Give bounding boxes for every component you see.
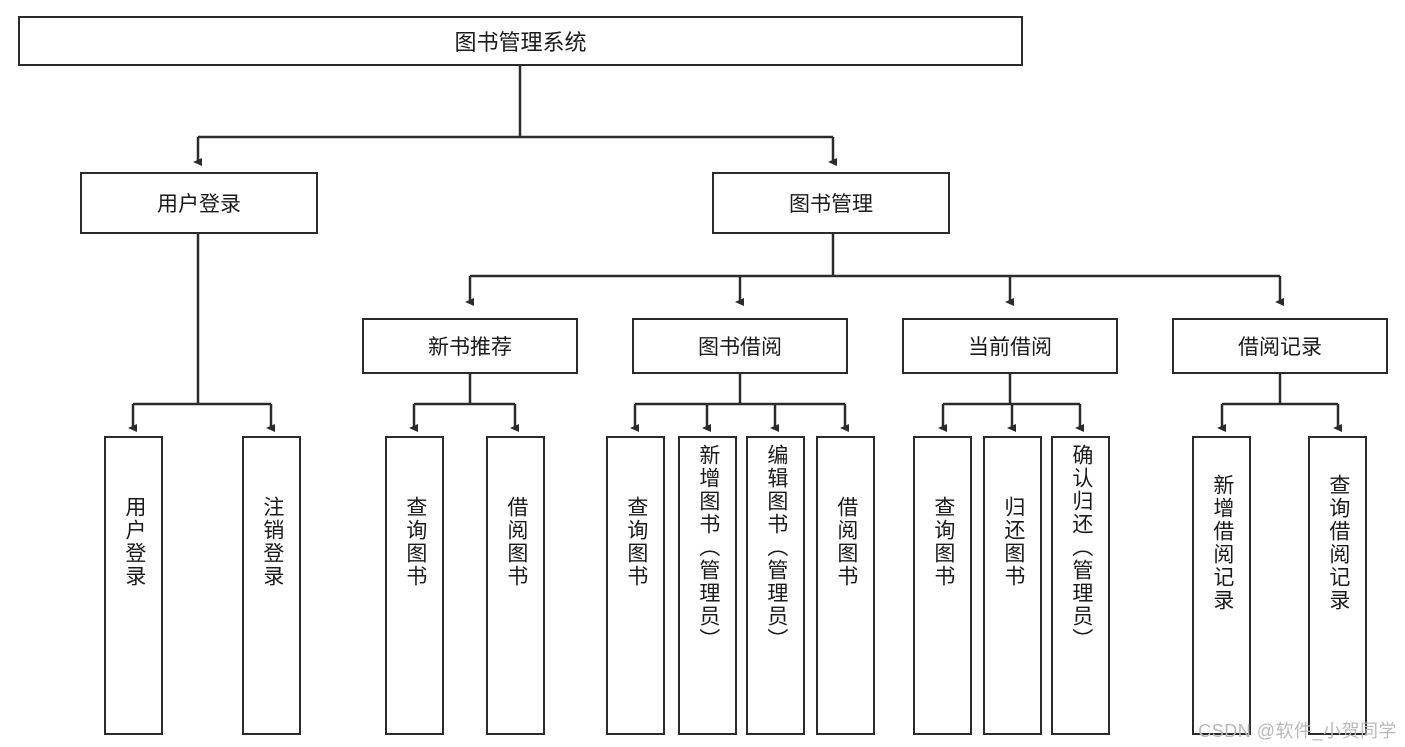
node-user-login-label: 用户登录	[157, 193, 241, 216]
leaf-label: 归还图书	[1001, 496, 1025, 588]
node-borrow-record[interactable]: 借阅记录	[1172, 318, 1388, 374]
leaf-book-borrow-add-book-admin[interactable]: 新增图书（管理员）	[678, 436, 737, 735]
leaf-user-login-logout[interactable]: 注销登录	[242, 436, 301, 735]
leaf-new-book-borrow-book[interactable]: 借阅图书	[486, 436, 545, 735]
leaf-label: 新增借阅记录	[1210, 474, 1234, 612]
leaf-label: 新增图书（管理员）	[696, 444, 720, 651]
node-user-login[interactable]: 用户登录	[80, 172, 318, 234]
node-borrow-record-label: 借阅记录	[1238, 336, 1322, 359]
leaf-book-borrow-edit-book-admin[interactable]: 编辑图书（管理员）	[746, 436, 805, 735]
leaf-label: 查询图书	[624, 496, 648, 588]
node-new-book-recommend[interactable]: 新书推荐	[362, 318, 578, 374]
node-current-borrow-label: 当前借阅	[968, 336, 1052, 359]
leaf-label: 确认归还（管理员）	[1069, 444, 1093, 651]
watermark: CSDN @软件_小贺同学	[1198, 721, 1397, 741]
leaf-label: 查询借阅记录	[1326, 474, 1350, 612]
leaf-user-login-login[interactable]: 用户登录	[104, 436, 163, 735]
node-book-management[interactable]: 图书管理	[712, 172, 950, 234]
node-root-book-management-system[interactable]: 图书管理系统	[18, 16, 1023, 66]
leaf-current-borrow-query-book[interactable]: 查询图书	[913, 436, 972, 735]
leaf-book-borrow-borrow-book[interactable]: 借阅图书	[816, 436, 875, 735]
node-book-management-label: 图书管理	[789, 193, 873, 216]
leaf-current-borrow-return-book[interactable]: 归还图书	[983, 436, 1042, 735]
node-book-borrow[interactable]: 图书借阅	[632, 318, 848, 374]
leaf-label: 查询图书	[403, 496, 427, 588]
node-root-label: 图书管理系统	[454, 30, 587, 55]
leaf-label: 编辑图书（管理员）	[764, 444, 788, 651]
leaf-new-book-query-book[interactable]: 查询图书	[385, 436, 444, 735]
leaf-label: 注销登录	[260, 496, 284, 588]
leaf-label: 借阅图书	[504, 496, 528, 588]
leaf-borrow-record-add-record[interactable]: 新增借阅记录	[1192, 436, 1251, 735]
leaf-label: 借阅图书	[834, 496, 858, 588]
node-book-borrow-label: 图书借阅	[698, 336, 782, 359]
leaf-current-borrow-confirm-return-admin[interactable]: 确认归还（管理员）	[1051, 436, 1110, 735]
leaf-label: 查询图书	[931, 496, 955, 588]
leaf-label: 用户登录	[122, 496, 146, 588]
node-current-borrow[interactable]: 当前借阅	[902, 318, 1118, 374]
leaf-borrow-record-query-record[interactable]: 查询借阅记录	[1308, 436, 1367, 735]
leaf-book-borrow-query-book[interactable]: 查询图书	[606, 436, 665, 735]
node-new-book-recommend-label: 新书推荐	[428, 336, 512, 359]
